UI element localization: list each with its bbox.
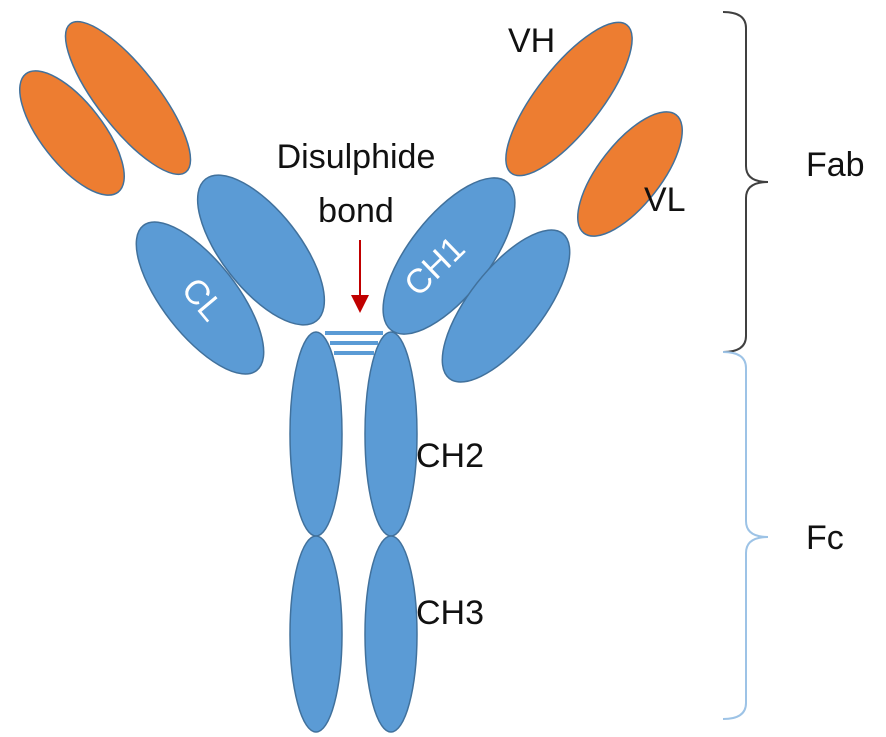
disulphide-label-line1: Disulphide	[277, 138, 436, 176]
vl-label: VL	[644, 181, 686, 219]
right-ch2-domain	[364, 331, 418, 537]
vh-label: VH	[508, 22, 555, 60]
disulphide-bond-lines	[325, 331, 383, 355]
right-cl-domain	[441, 229, 571, 383]
left-ch2-domain	[289, 331, 343, 537]
fc-bracket	[722, 351, 769, 720]
disulphide-label-line2: bond	[318, 192, 394, 230]
left-vh-domain	[64, 20, 192, 176]
left-ch3-domain	[289, 535, 343, 733]
right-vl-domain	[577, 111, 683, 237]
left-vl-domain	[19, 70, 125, 196]
right-ch3-domain	[364, 535, 418, 733]
left-ch1-domain	[196, 174, 326, 326]
disulphide-arrow	[351, 240, 369, 313]
fc-label: Fc	[806, 519, 844, 557]
left-cl-domain	[135, 221, 265, 375]
ch3-label: CH3	[416, 594, 484, 632]
fab-label: Fab	[806, 146, 865, 184]
ch2-label: CH2	[416, 437, 484, 475]
right-vh-domain	[505, 21, 633, 177]
fab-bracket	[722, 11, 769, 353]
